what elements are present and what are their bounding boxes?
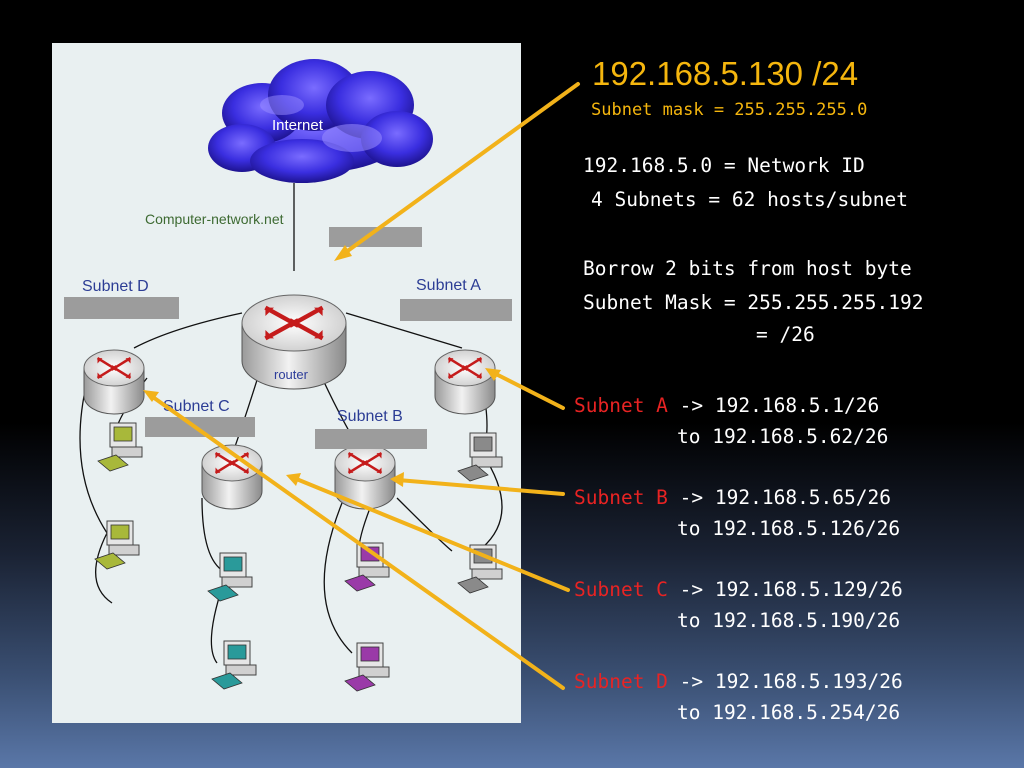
router-label: router bbox=[274, 367, 309, 382]
routers bbox=[83, 294, 496, 510]
router-subnet-a bbox=[434, 349, 496, 415]
subnet-a-name: Subnet A bbox=[574, 394, 668, 417]
site-label: Computer-network.net bbox=[145, 211, 284, 227]
subnet-c-name: Subnet C bbox=[574, 578, 668, 601]
subnet-a-start: -> 192.168.5.1/26 bbox=[679, 394, 880, 417]
router-subnet-c bbox=[201, 444, 263, 510]
subnet-c-start: -> 192.168.5.129/26 bbox=[679, 578, 903, 601]
main-router bbox=[241, 294, 347, 390]
diagram-subnet-c-label: Subnet C bbox=[163, 398, 230, 415]
diagram-subnet-b-label: Subnet B bbox=[337, 408, 403, 425]
computer-d1 bbox=[97, 422, 143, 472]
computer-b1 bbox=[344, 542, 390, 592]
diagram-subnet-a-label: Subnet A bbox=[416, 277, 481, 294]
subnet-b-name: Subnet B bbox=[574, 486, 668, 509]
ip-address-title: 192.168.5.130 /24 bbox=[592, 55, 859, 92]
subnet-b-end: to 192.168.5.126/26 bbox=[677, 517, 901, 540]
computer-c2 bbox=[211, 640, 257, 690]
network-id-line: 192.168.5.0 = Network ID bbox=[583, 154, 865, 177]
subnets-hosts-line: 4 Subnets = 62 hosts/subnet bbox=[591, 188, 908, 211]
computers bbox=[94, 422, 503, 692]
internet-label: Internet bbox=[272, 117, 324, 134]
new-subnet-mask-line: Subnet Mask = 255.255.255.192 bbox=[583, 291, 924, 314]
subnet-d-row: Subnet D -> 192.168.5.193/26 bbox=[574, 670, 903, 693]
computer-a2 bbox=[457, 544, 503, 594]
subnet-a-row: Subnet A -> 192.168.5.1/26 bbox=[574, 394, 879, 417]
router-subnet-d bbox=[83, 349, 145, 415]
subnet-c-row: Subnet C -> 192.168.5.129/26 bbox=[574, 578, 903, 601]
subnet-a-end: to 192.168.5.62/26 bbox=[677, 425, 889, 448]
subnet-d-start: -> 192.168.5.193/26 bbox=[679, 670, 903, 693]
computer-b2 bbox=[344, 642, 390, 692]
network-diagram-panel: Internet Computer-network.net router Sub… bbox=[52, 43, 521, 723]
computer-a1 bbox=[457, 432, 503, 482]
borrow-bits-line: Borrow 2 bits from host byte bbox=[583, 257, 912, 280]
network-diagram: Internet Computer-network.net router Sub… bbox=[64, 59, 512, 692]
network-cables bbox=[79, 183, 503, 664]
diagram-subnet-d-label: Subnet D bbox=[82, 278, 149, 295]
router-subnet-b bbox=[334, 444, 396, 510]
subnet-c-end: to 192.168.5.190/26 bbox=[677, 609, 901, 632]
subnet-d-name: Subnet D bbox=[574, 670, 668, 693]
subnet-d-end: to 192.168.5.254/26 bbox=[677, 701, 901, 724]
computer-c1 bbox=[207, 552, 253, 602]
subnet-b-start: -> 192.168.5.65/26 bbox=[679, 486, 891, 509]
cidr-line: = /26 bbox=[756, 323, 815, 346]
computer-d2 bbox=[94, 520, 140, 570]
original-subnet-mask: Subnet mask = 255.255.255.0 bbox=[591, 100, 868, 120]
subnet-b-row: Subnet B -> 192.168.5.65/26 bbox=[574, 486, 891, 509]
